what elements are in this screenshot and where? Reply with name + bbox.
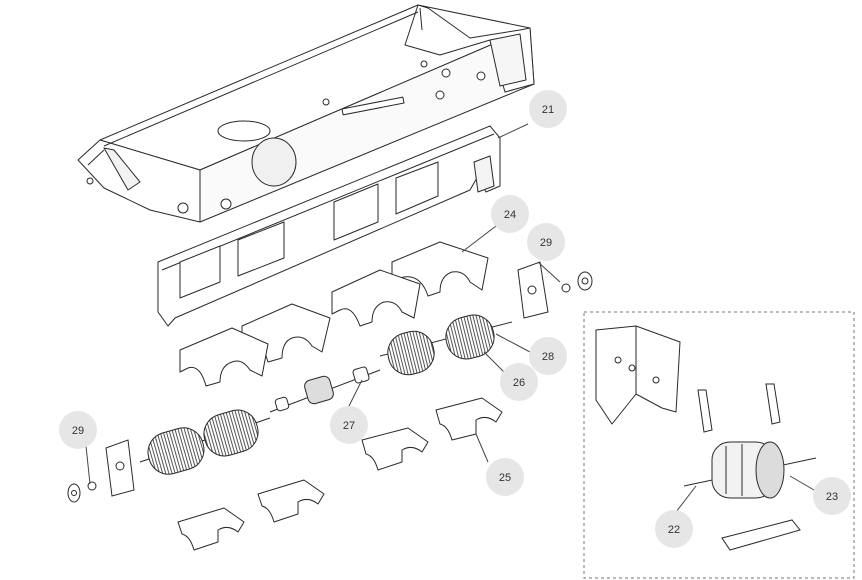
callout-label: 26: [513, 377, 525, 389]
callout-bubble: [529, 337, 567, 375]
callout-bubble: [655, 510, 693, 548]
callout-bubble: [500, 363, 538, 401]
lower-scroll-part: [177, 397, 503, 551]
callout-c29a: 29: [527, 223, 565, 261]
blower-motor-part: [683, 441, 817, 499]
callout-group: 21 24 29 28 26 27 25 29 22 23: [59, 90, 851, 548]
callout-c28: 28: [529, 337, 567, 375]
front-panel-part: [157, 125, 501, 327]
callout-c21: 21: [529, 90, 567, 128]
callout-label: 29: [540, 237, 552, 249]
callout-bubble: [486, 458, 524, 496]
callout-label: 23: [826, 491, 838, 503]
callout-c26: 26: [500, 363, 538, 401]
callout-c27: 27: [330, 406, 368, 444]
motor-clip-part: [697, 383, 781, 433]
callout-bubble: [527, 223, 565, 261]
callout-bubble: [529, 90, 567, 128]
motor-detail-inset: [583, 311, 855, 579]
motor-strap-part: [721, 519, 801, 551]
motor-coupling-part: [269, 366, 381, 413]
callout-bubble: [330, 406, 368, 444]
blower-wheel-right-part: [379, 314, 513, 376]
motor-mount-bracket-part: [595, 325, 681, 425]
callout-label: 25: [499, 472, 511, 484]
callout-bubble: [59, 411, 97, 449]
mount-bracket-left-part: [67, 439, 135, 503]
housing-part: [77, 4, 535, 223]
callout-c25: 25: [486, 458, 524, 496]
callout-c24: 24: [491, 195, 529, 233]
callout-label: 22: [668, 524, 680, 536]
leader-lines: [85, 123, 815, 513]
callout-label: 29: [72, 425, 84, 437]
callout-c22: 22: [655, 510, 693, 548]
scroll-housing-part: [179, 241, 489, 387]
callout-label: 21: [542, 104, 554, 116]
callout-c23: 23: [813, 477, 851, 515]
callout-label: 27: [343, 420, 355, 432]
mount-bracket-right-part: [517, 261, 593, 319]
callout-label: 24: [504, 209, 516, 221]
callout-bubble: [813, 477, 851, 515]
callout-label: 28: [542, 351, 554, 363]
blower-wheel-left-part: [139, 409, 271, 475]
callout-bubble: [491, 195, 529, 233]
callout-c29b: 29: [59, 411, 97, 449]
